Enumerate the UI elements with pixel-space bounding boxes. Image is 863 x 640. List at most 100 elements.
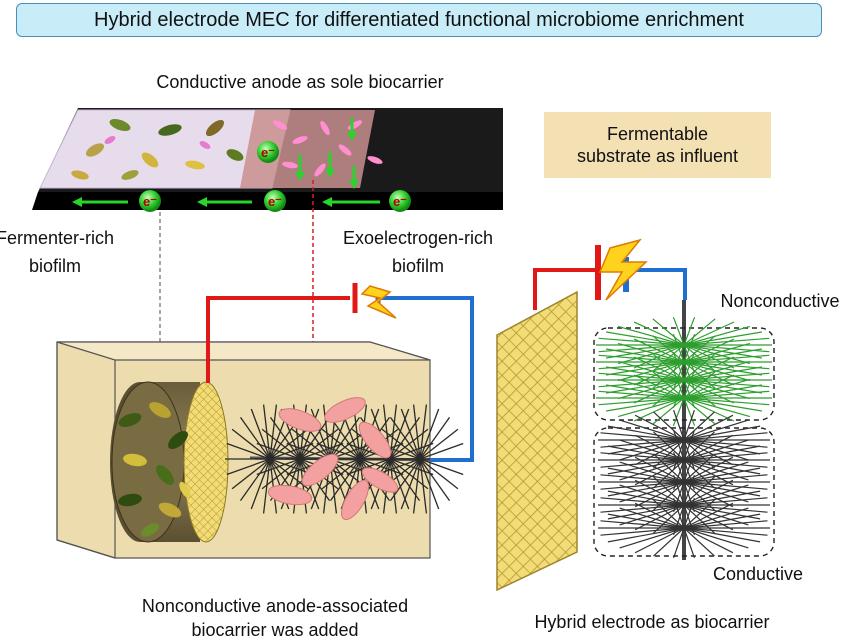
influent-line1: Fermentable xyxy=(606,123,709,144)
brush-bristle xyxy=(600,439,685,448)
brush-bristle xyxy=(683,342,751,363)
brush-bristle xyxy=(683,390,770,399)
brush-bristle xyxy=(617,342,685,363)
brush-bristle xyxy=(683,520,768,529)
brush-bristle xyxy=(389,458,421,501)
brush-bristle xyxy=(683,371,716,399)
brush-bristle xyxy=(683,337,770,346)
brush-bristle xyxy=(683,453,715,483)
electron-symbols: e⁻ e⁻ e⁻ e⁻ xyxy=(143,145,407,209)
brush-bristle xyxy=(683,397,762,412)
brush-bristle xyxy=(419,404,428,460)
brush-bristle xyxy=(683,369,696,399)
brush-bristle xyxy=(683,476,715,506)
brush-bristle xyxy=(673,527,685,558)
brush-bristle xyxy=(419,458,451,501)
brush-bristle xyxy=(239,458,271,501)
brush-bristle xyxy=(598,354,685,363)
exoelectrogen-label-line2: biofilm xyxy=(392,256,444,276)
brush-bristle xyxy=(683,497,768,506)
brush-bristle xyxy=(683,498,695,529)
brush-bristle xyxy=(256,442,301,460)
nonconductive-label: Nonconductive xyxy=(720,291,839,311)
brush-bristle xyxy=(683,459,761,475)
brush-bristle xyxy=(607,425,685,441)
brush-bristle xyxy=(619,439,685,461)
brush-bristle xyxy=(634,481,685,508)
brush-bristle xyxy=(607,439,685,455)
brush-bristle xyxy=(683,316,696,346)
brush-bristle xyxy=(683,481,768,490)
brush-bristle xyxy=(672,344,685,374)
brush-bristle xyxy=(683,333,696,363)
brush-bristle xyxy=(619,484,685,506)
brush-bristle xyxy=(683,318,716,346)
brush-bristle xyxy=(653,499,685,529)
brush-bristle xyxy=(683,481,749,503)
brush-bristle xyxy=(683,425,761,441)
brush-bristle xyxy=(653,411,685,441)
brush-bristle xyxy=(250,408,271,460)
brush-bristle xyxy=(652,335,685,363)
brush-bristle xyxy=(683,397,770,406)
brush-bristle xyxy=(231,458,271,490)
brush-bristle xyxy=(412,404,421,460)
electron-label: e⁻ xyxy=(143,194,157,209)
conductive-region-outline xyxy=(593,427,775,557)
brush-bristle xyxy=(683,467,761,483)
bottom-right-caption: Hybrid electrode as biocarrier xyxy=(534,612,769,632)
brush-bristle xyxy=(400,458,421,510)
brush-bristle xyxy=(683,354,770,363)
brush-bristle xyxy=(673,475,685,506)
brush-bristle xyxy=(683,351,696,381)
brush-bristle xyxy=(389,417,421,460)
brush-bristle xyxy=(683,378,751,399)
brush-bristle xyxy=(250,458,271,510)
brush-electrode-green xyxy=(596,316,772,427)
brush-bristle xyxy=(419,458,428,514)
brush-bristle xyxy=(598,390,685,399)
brush-bristle xyxy=(419,442,464,460)
brush-bristle xyxy=(269,417,301,460)
brush-bristle xyxy=(683,344,751,365)
brush-bristle xyxy=(652,318,685,346)
brush-bristle xyxy=(634,456,685,483)
brush-bristle xyxy=(634,479,685,506)
brush-bristle xyxy=(607,490,685,506)
influent-box: Fermentable substrate as influent xyxy=(544,112,771,178)
fermenter-label-line2: biofilm xyxy=(29,256,81,276)
brush-bristle xyxy=(600,459,685,468)
brush-bristle xyxy=(299,458,308,514)
brush-bristle xyxy=(634,434,685,461)
electron-icon xyxy=(139,141,411,212)
brush-bristle xyxy=(262,458,271,514)
brush-bristle xyxy=(359,458,404,476)
brush-bristle xyxy=(683,366,762,381)
brush-bristle xyxy=(389,408,410,460)
brush-bristle xyxy=(617,360,685,381)
brush-bristle xyxy=(683,439,768,448)
electron-label: e⁻ xyxy=(261,145,275,160)
brush-bristle xyxy=(619,481,685,503)
brush-bristle xyxy=(683,507,749,529)
brush-bristle xyxy=(652,397,685,425)
brush-bristle xyxy=(673,498,685,529)
brush-bristle xyxy=(683,527,768,536)
brush-bristle xyxy=(619,461,685,483)
brush-bristle xyxy=(598,372,685,381)
brush-bristle xyxy=(600,432,685,441)
brush-bristle xyxy=(321,458,361,490)
brush-bristle xyxy=(683,360,751,381)
brush-bristle xyxy=(419,417,451,460)
brush-bristle xyxy=(600,527,685,536)
brush-bristle xyxy=(683,331,762,346)
brush-bristle xyxy=(419,458,464,476)
brush-bristle xyxy=(329,458,361,501)
brush-bristle xyxy=(607,527,685,543)
brush-bristle xyxy=(606,397,685,412)
brush-bristle xyxy=(619,419,685,441)
brush-bristle xyxy=(286,442,331,460)
brush-bristle xyxy=(652,371,685,399)
brush-bristle xyxy=(683,411,715,441)
